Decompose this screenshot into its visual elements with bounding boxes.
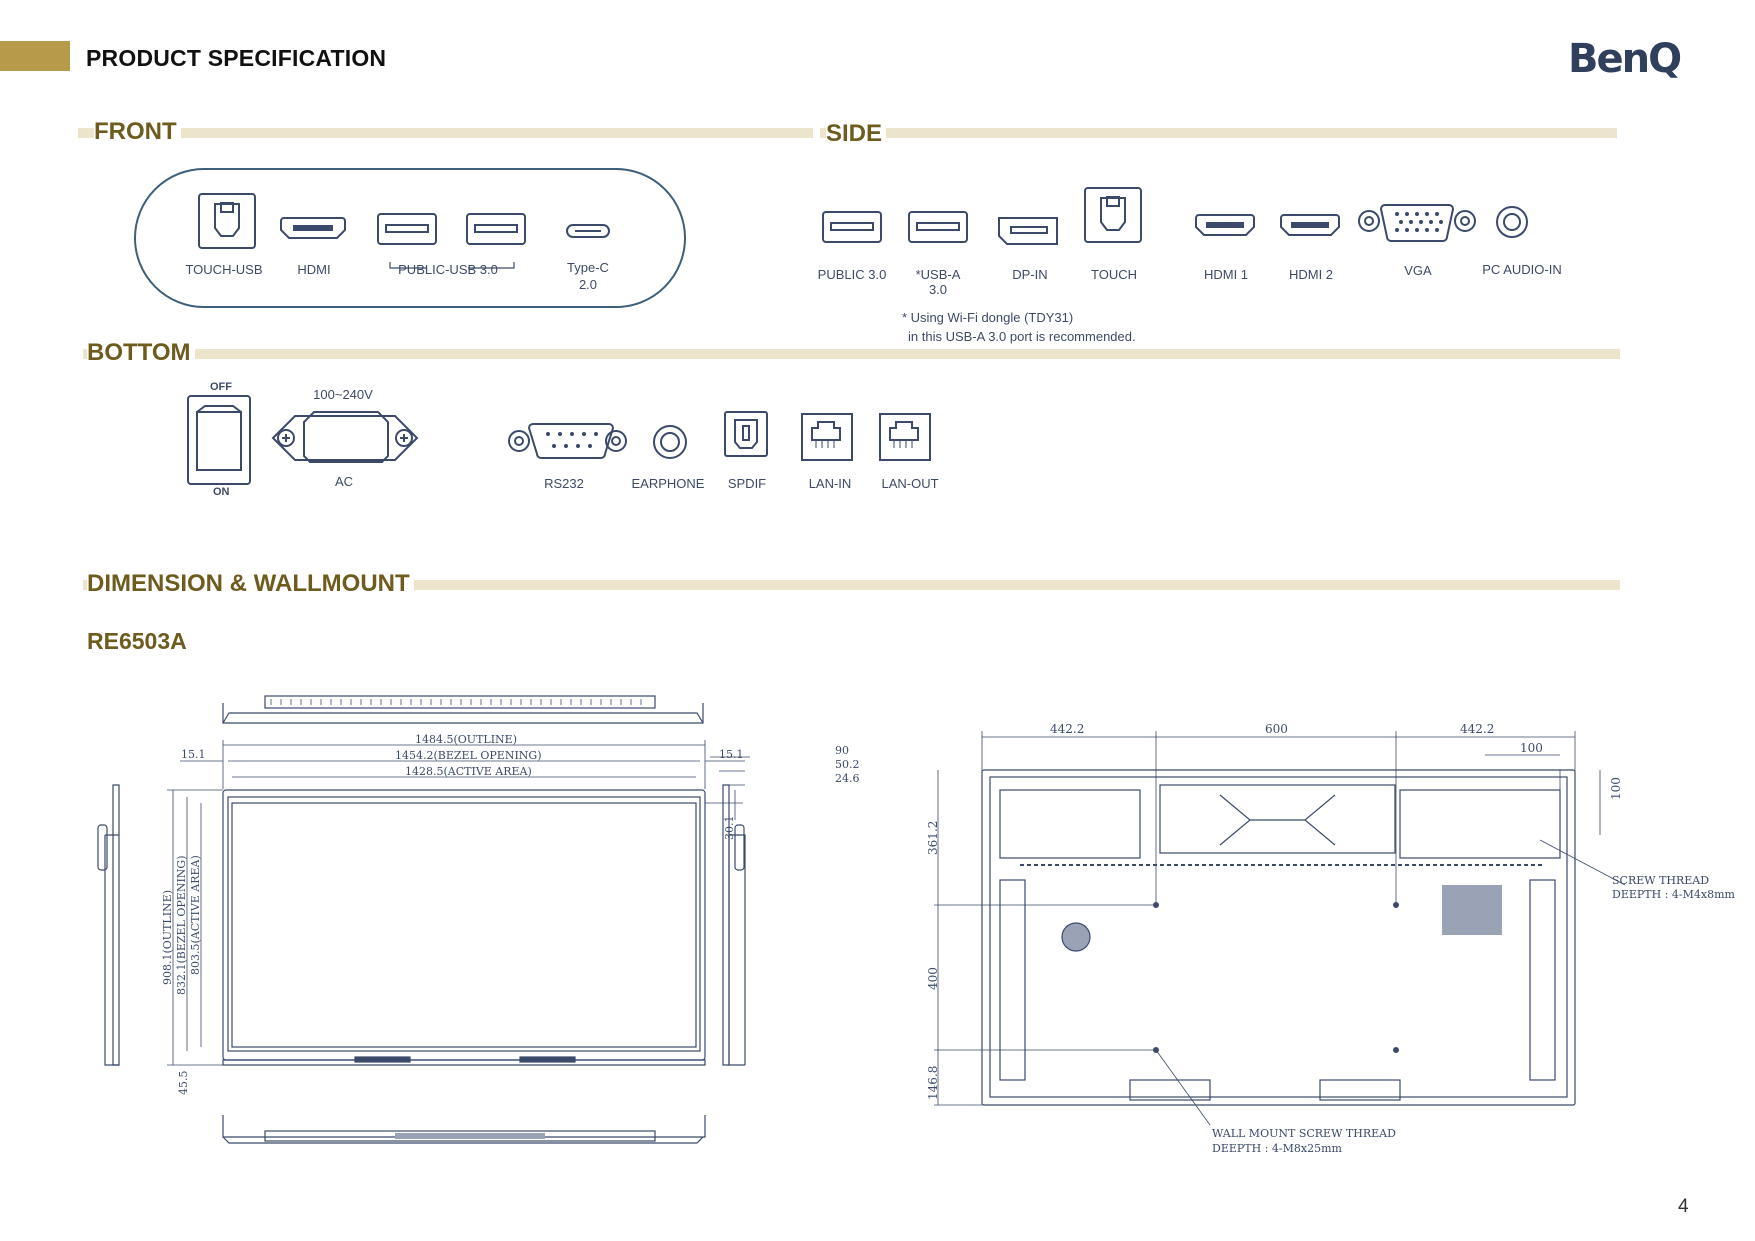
bottom-port-label: RS232 — [544, 476, 584, 491]
page-title: PRODUCT SPECIFICATION — [86, 45, 387, 71]
wall-mount-label: WALL MOUNT SCREW THREAD — [1212, 1127, 1396, 1140]
screw-thread-depth: DEEPTH : 4-M4x8mm — [1612, 888, 1736, 901]
side-port-label: TOUCH — [1091, 267, 1137, 282]
dim-right-margin: 15.1 — [719, 748, 744, 761]
ethernet-icon — [801, 413, 853, 461]
usb-a-icon — [377, 213, 437, 245]
usb-a-icon — [466, 213, 526, 245]
dim-left-margin: 15.1 — [181, 748, 206, 761]
dim-active-height: 803.5(ACTIVE AREA) — [189, 855, 202, 975]
dim-corner-h: 100 — [1520, 741, 1543, 755]
audio-jack-icon — [653, 425, 687, 459]
dim-bottom-gap: 45.5 — [177, 1071, 190, 1096]
displayport-icon — [998, 217, 1058, 245]
side-port-label: *USB-A — [915, 267, 961, 282]
bottom-port-label: LAN-IN — [808, 476, 852, 491]
spdif-icon — [724, 411, 768, 457]
front-section-line — [78, 128, 813, 138]
bottom-section-title: BOTTOM — [87, 339, 195, 367]
rear-dimension-drawing: 442.2 600 442.2 100 100 361.2 400 146.8 … — [926, 722, 1736, 1155]
dim-hole-spacing: 400 — [926, 967, 940, 990]
front-dimension-drawing: 1484.5(OUTLINE) 1454.2(BEZEL OPENING) 14… — [97, 695, 860, 1144]
dim-left-span: 442.2 — [1050, 722, 1084, 736]
switch-on-label: ON — [213, 486, 230, 498]
usb-b-icon — [198, 193, 256, 249]
bottom-port-label: AC — [334, 474, 354, 489]
dim-depth-total: 90 — [835, 744, 849, 757]
dim-corner-v: 100 — [1609, 777, 1623, 800]
usb-a-icon — [822, 211, 882, 243]
side-section-line — [820, 128, 1617, 138]
dim-depth-thin: 24.6 — [835, 772, 860, 785]
rs232-icon — [508, 423, 627, 459]
dimension-section-title: DIMENSION & WALLMOUNT — [87, 570, 414, 598]
front-section-title: FRONT — [94, 118, 181, 146]
side-port-sublabel: 3.0 — [928, 282, 948, 297]
header-accent-bar — [0, 41, 70, 71]
usb-a-icon — [908, 211, 968, 243]
benq-logo: BenQ — [1568, 36, 1682, 82]
dim-bezel-height: 832.1(BEZEL OPENING) — [175, 856, 188, 996]
wall-mount-depth: DEEPTH : 4-M8x25mm — [1212, 1142, 1343, 1155]
dim-center-span: 600 — [1265, 722, 1288, 736]
usb-b-icon — [1084, 187, 1142, 243]
voltage-label: 100~240V — [313, 387, 373, 402]
usb-c-icon — [566, 224, 610, 238]
side-port-icons — [822, 187, 1528, 245]
vga-icon — [1358, 204, 1476, 242]
side-port-label: HDMI 2 — [1288, 267, 1334, 282]
ethernet-icon — [879, 413, 931, 461]
bottom-port-label: EARPHONE — [631, 476, 705, 491]
front-port-label: Type-C — [567, 260, 609, 275]
front-port-panel — [134, 168, 686, 308]
front-port-sublabel: 2.0 — [578, 277, 598, 292]
dimension-section-line — [83, 580, 1620, 590]
public-usb-bracket — [389, 262, 515, 269]
bottom-port-label: SPDIF — [727, 476, 767, 491]
bottom-port-icons — [187, 395, 931, 485]
front-port-label: PUBLIC-USB 3.0 — [398, 262, 498, 277]
front-port-label: TOUCH-USB — [185, 262, 263, 277]
bottom-section-line — [83, 349, 1620, 359]
audio-jack-icon — [1496, 206, 1528, 238]
side-port-label: HDMI 1 — [1203, 267, 1249, 282]
dim-active-width: 1428.5(ACTIVE AREA) — [405, 765, 532, 778]
model-name: RE6503A — [87, 628, 191, 655]
dim-right-span: 442.2 — [1460, 722, 1494, 736]
hdmi-icon — [1195, 214, 1255, 236]
side-port-label: PUBLIC 3.0 — [817, 267, 887, 282]
front-port-label: HDMI — [297, 262, 331, 277]
dim-bezel-width: 1454.2(BEZEL OPENING) — [395, 749, 542, 762]
dim-top-to-hole: 361.2 — [926, 821, 940, 855]
front-port-icons — [198, 193, 610, 269]
screw-thread-label: SCREW THREAD — [1612, 874, 1709, 887]
ac-power-icon — [271, 411, 419, 463]
hdmi-icon — [280, 217, 346, 239]
side-port-label: DP-IN — [1012, 267, 1048, 282]
dim-depth-mid: 50.2 — [835, 758, 860, 771]
dim-hole-to-bottom: 146.8 — [926, 1066, 940, 1100]
usb-note-line1: * Using Wi-Fi dongle (TDY31) — [902, 310, 1074, 325]
page-number: 4 — [1678, 1196, 1689, 1217]
bottom-port-label: LAN-OUT — [881, 476, 939, 491]
side-port-label: VGA — [1404, 263, 1432, 278]
side-port-label: PC AUDIO-IN — [1482, 262, 1562, 277]
hdmi-icon — [1280, 214, 1340, 236]
dim-outline-height: 908.1(OUTLINE) — [161, 890, 174, 985]
usb-note-line2: in this USB-A 3.0 port is recommended. — [908, 329, 1136, 344]
power-switch-icon — [187, 395, 251, 485]
switch-off-label: OFF — [210, 381, 232, 393]
dim-top-gap: 30.1 — [723, 816, 736, 841]
side-section-title: SIDE — [826, 120, 887, 148]
dim-outline-width: 1484.5(OUTLINE) — [415, 733, 517, 746]
